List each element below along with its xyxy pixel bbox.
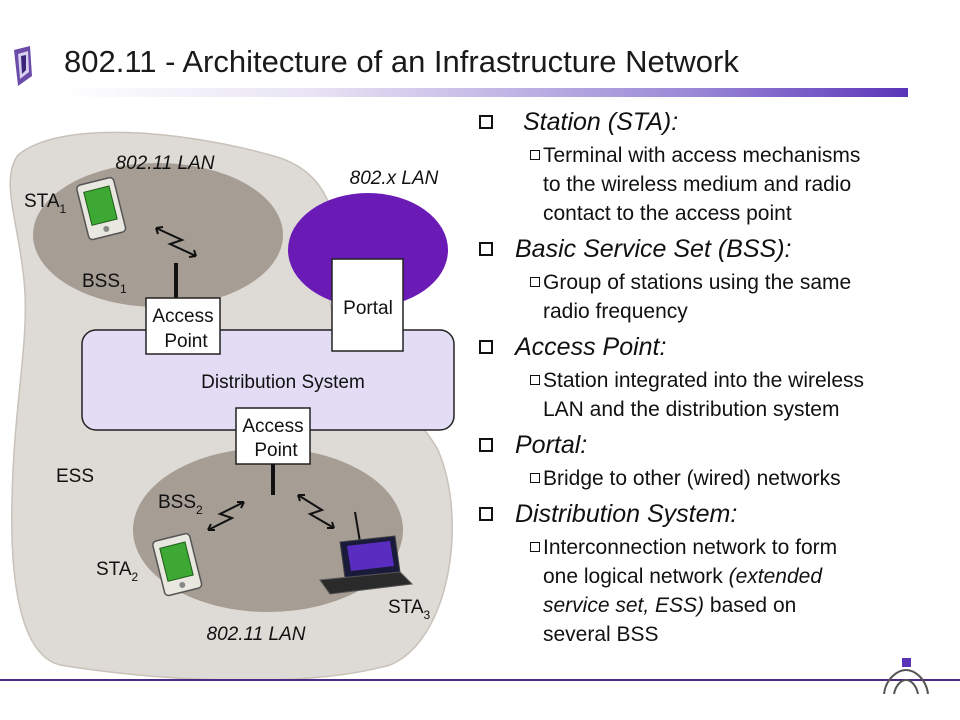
wireless-link-icon-2: [207, 501, 245, 531]
x-lan-ellipse: [288, 193, 448, 307]
list-item: Portal: Bridge to other (wired) networks: [475, 428, 955, 493]
bss1-label: BSS1: [82, 271, 127, 296]
distribution-system-label: Distribution System: [201, 372, 365, 393]
access-point-1-label-2: Point: [164, 331, 208, 352]
sta3-laptop-icon: [319, 511, 414, 595]
item-heading: Access Point:: [515, 333, 667, 361]
access-point-2-label-1: Access: [242, 416, 303, 437]
title-underline: [56, 88, 908, 97]
item-heading: Portal:: [515, 431, 588, 459]
access-point-2-label-2: Point: [254, 440, 298, 461]
lan-bottom-label: 802.11 LAN: [207, 624, 306, 645]
wireless-link-icon-1: [155, 226, 197, 258]
access-point-1-box: [145, 297, 221, 355]
item-heading: Station (STA):: [523, 108, 679, 136]
footer-logo-icon: [883, 658, 929, 694]
sta2-device-icon: [152, 532, 203, 597]
page-title: 802.11 - Architecture of an Infrastructu…: [64, 44, 739, 79]
list-item: Basic Service Set (BSS): Group of statio…: [475, 232, 955, 326]
ess-label: ESS: [56, 466, 94, 487]
architecture-diagram: Portal Access Point Access Point Distrib…: [9, 131, 455, 680]
portal-box: [331, 258, 404, 352]
access-point-2-box: [235, 407, 311, 465]
sub-bullet-icon: [530, 375, 540, 385]
footer-line: [0, 679, 960, 681]
item-heading: Basic Service Set (BSS):: [515, 235, 792, 263]
bss2-ellipse: [133, 448, 403, 612]
bullet-icon: [479, 242, 493, 256]
list-item: Distribution System: Interconnection net…: [475, 497, 955, 649]
item-heading: Distribution System:: [515, 500, 738, 528]
bullet-icon: [479, 340, 493, 354]
sub-bullet-icon: [530, 542, 540, 552]
sta2-label: STA2: [96, 559, 139, 584]
portal-label: Portal: [343, 298, 393, 319]
lan-top-label: 802.11 LAN: [116, 153, 215, 174]
bss2-label: BSS2: [158, 492, 203, 517]
sta1-label: STA1: [24, 191, 67, 216]
bullet-icon: [479, 438, 493, 452]
list-item: Access Point: Station integrated into th…: [475, 330, 955, 424]
sta3-label: STA3: [388, 597, 431, 622]
bullet-icon: [479, 507, 493, 521]
sub-bullet-icon: [530, 473, 540, 483]
access-point-1-label-1: Access: [152, 306, 213, 327]
sub-bullet-icon: [530, 150, 540, 160]
x-lan-label: 802.x LAN: [350, 168, 439, 189]
list-item: Station (STA): Terminal with access mech…: [475, 105, 955, 228]
sta1-device-icon: [76, 176, 127, 241]
university-logo: [14, 46, 32, 86]
definitions-list: Station (STA): Terminal with access mech…: [475, 105, 955, 653]
sub-bullet-icon: [530, 277, 540, 287]
bullet-icon: [479, 115, 493, 129]
item-desc: Bridge to other (wired) networks: [515, 464, 955, 493]
wireless-link-icon-3: [297, 494, 335, 529]
bss1-ellipse: [33, 163, 283, 307]
